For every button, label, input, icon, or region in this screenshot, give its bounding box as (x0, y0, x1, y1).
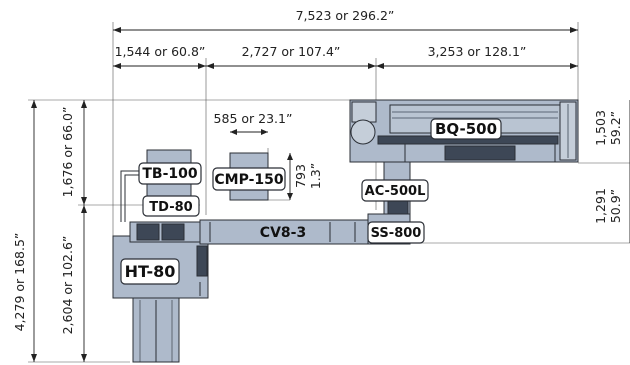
ss-height-mm-label: 1,291 (593, 188, 608, 224)
left-segment-label: 1,544 or 60.8” (115, 44, 206, 59)
overall-height-label: 4,279 or 168.5” (12, 233, 27, 332)
label-cmp-150: CMP-150 (212, 167, 286, 191)
bq-500-text: BQ-500 (435, 120, 497, 138)
right-segment-label: 3,253 or 128.1” (428, 44, 527, 59)
middle-segment-label: 2,727 or 107.4” (242, 44, 341, 59)
ac-500l-text: AC-500L (365, 184, 426, 199)
overall-width-label: 7,523 or 296.2” (296, 8, 395, 23)
cmp-150-text: CMP-150 (214, 172, 284, 188)
upper-height-label: 1,676 or 66.0” (60, 107, 75, 198)
bq-height-in-label: 59.2” (608, 111, 623, 145)
label-ht-80: HT-80 (120, 258, 180, 285)
td-80-text: TD-80 (149, 200, 192, 215)
cmp-width-label: 585 or 23.1” (214, 111, 293, 126)
label-bq-500: BQ-500 (430, 118, 502, 140)
cmp-height-in-label: 1.3” (308, 163, 323, 189)
bq-height-mm-label: 1,503 (593, 110, 608, 146)
ss-height-in-label: 50.9” (608, 189, 623, 223)
label-ss-800: SS-800 (367, 221, 425, 244)
cv8-3-text: CV8-3 (260, 225, 306, 241)
tb-100-text: TB-100 (142, 166, 198, 182)
lower-height-label: 2,604 or 102.6” (60, 236, 75, 335)
label-td-80: TD-80 (142, 195, 200, 217)
cmp-height-mm-label: 793 (293, 164, 308, 188)
ht-80-text: HT-80 (125, 262, 176, 281)
ht-80-unit (112, 221, 209, 363)
label-ac-500l: AC-500L (361, 179, 429, 202)
extension-lines (28, 22, 630, 363)
label-cv8-3: CV8-3 (260, 225, 306, 241)
ss-800-text: SS-800 (371, 226, 422, 241)
label-tb-100: TB-100 (138, 162, 202, 185)
dimension-lines (31, 27, 630, 362)
